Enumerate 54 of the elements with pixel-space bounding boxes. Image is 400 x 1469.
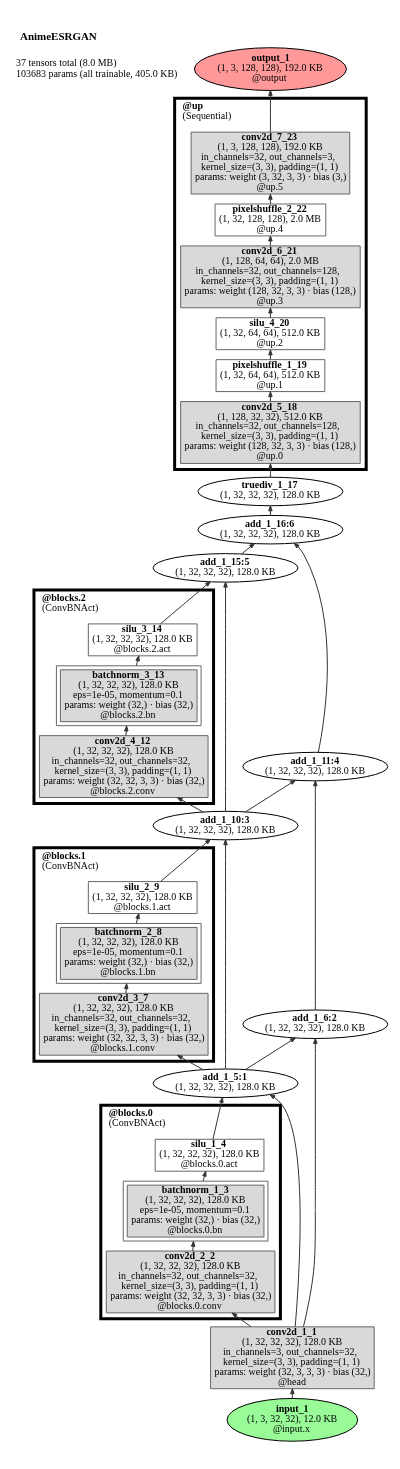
node-ellipse: add_1_11:4 (1, 32, 32, 32), 128.0 KB: [242, 751, 389, 782]
arrow: [160, 838, 211, 882]
arrow: [124, 983, 129, 994]
node-ellipse: add_1_6:2 (1, 32, 32, 32), 128.0 KB: [242, 1009, 389, 1039]
node-box: batchnorm_3_13 (1, 32, 32, 32), 128.0 KB eps=1e-05, momentum=0.1 params: weight (32,) · bias (32,) @blocks.2.bn: [55, 665, 202, 727]
arrow: [135, 655, 140, 667]
node-ellipse: add_1_16:6 (1, 32, 32, 32), 128.0 KB: [197, 514, 344, 545]
arrow: [244, 779, 296, 813]
node-box: conv2d_7_23 (1, 3, 128, 128), 192.0 KB in_channels=32, out_channels=3, kernel_size=(3, 3), padding=(1, 1) params: weight (3, 32, 3, 3) · bias (3,) @up.5: [190, 131, 351, 195]
arrow: [160, 581, 211, 625]
arrow: [268, 307, 273, 319]
arrow: [290, 1388, 295, 1399]
node-box: batchnorm_2_8 (1, 32, 32, 32), 128.0 KB eps=1e-05, momentum=0.1 params: weight (32,) · bias (32,) @blocks.1.bn: [55, 923, 202, 984]
arrow: [231, 1312, 252, 1328]
node-box: conv2d_4_12 (1, 32, 32, 32), 128.0 KB in_channels=32, out_channels=32, kernel_size=(3, 3), padding=(1, 1) params: weight (32, 32, 3, 3) · bias (32,) @blocks.2.conv: [38, 735, 209, 798]
node-box: silu_4_20 (1, 32, 64, 64), 512.0 KB @up.2: [215, 317, 326, 351]
label: 103683 params (all trainable, 405.0 KB): [16, 68, 178, 80]
arrow: [223, 581, 228, 812]
node-ellipse: input_1 (1, 3, 32, 32), 12.0 KB @input.x: [226, 1397, 359, 1442]
node-ellipse: output_1 (1, 3, 128, 128), 192.0 KB @output: [193, 47, 347, 91]
node-box: batchnorm_1_3 (1, 32, 32, 32), 128.0 KB eps=1e-05, momentum=0.1 params: weight (32,) · bias (32,) @blocks.0.bn: [122, 1180, 269, 1242]
arrow: [268, 89, 273, 133]
node-box: conv2d_2_2 (1, 32, 32, 32), 128.0 KB in_channels=32, out_channels=32, kernel_size=(3, 3), padding=(1, 1) params: weight (32, 32, 3, 3) · bias (32,) @blocks.0.conv: [105, 1250, 276, 1314]
node-box: pixelshuffle_1_19 (1, 32, 64, 64), 512.0 KB @up.1: [215, 359, 326, 393]
node-ellipse: add_1_15:5 (1, 32, 32, 32), 128.0 KB: [152, 553, 299, 583]
arrow: [176, 797, 204, 813]
arrow: [223, 839, 228, 1070]
arrow: [176, 1054, 204, 1071]
node-box: conv2d_1_1 (1, 32, 32, 32), 128.0 KB in_channels=3, out_channels=32, kernel_size=(3, 3), padding=(1, 1) params: weight (32, 3, 3, 3) · bias (32,) @head: [210, 1326, 375, 1390]
node-box: silu_2_9 (1, 32, 32, 32), 128.0 KB @blocks.1.act: [87, 881, 198, 914]
label: 37 tensors total (8.0 MB): [16, 57, 117, 69]
arrow: [268, 505, 273, 516]
arrow: [241, 543, 255, 555]
arrow: [202, 1170, 207, 1182]
node-box: conv2d_6_21 (1, 128, 64, 64), 2.0 MB in_channels=32, out_channels=128, kernel_size=(3, 3), padding=(1, 1) params: weight (128, 32, 3, 3) · bias (128,) @up.3: [180, 245, 361, 309]
node-box: conv2d_5_18 (1, 128, 32, 32), 512.0 KB in_channels=32, out_channels=128, kernel_size=(3, 3), padding=(1, 1) params: weight (128, 32, 3, 3) · bias (128,) @up.0: [180, 401, 361, 464]
arrow: [190, 1240, 196, 1252]
arrow: [244, 1037, 296, 1071]
node-box: conv2d_3_7 (1, 32, 32, 32), 128.0 KB in_channels=32, out_channels=32, kernel_size=(3, 3), padding=(1, 1) params: weight (32, 32, 3, 3) · bias (32,) @blocks.1.conv: [38, 992, 209, 1056]
node-box: pixelshuffle_2_22 (1, 32, 128, 128), 2.0 MB @up.4: [214, 203, 327, 237]
node-box: silu_1_4 (1, 32, 32, 32), 128.0 KB @blocks.0.act: [154, 1138, 265, 1172]
arrow: [212, 1097, 224, 1140]
arrow: [268, 463, 273, 478]
diagram-title: AnimeESRGAN: [20, 29, 97, 42]
arrow: [135, 913, 140, 924]
node-ellipse: add_1_10:3 (1, 32, 32, 32), 128.0 KB: [152, 810, 299, 841]
node-box: silu_3_14 (1, 32, 32, 32), 128.0 KB @blocks.2.act: [87, 623, 198, 657]
arrow: [124, 725, 129, 737]
arrow: [269, 1094, 301, 1328]
node-ellipse: truediv_1_17 (1, 32, 32, 32), 128.0 KB: [197, 476, 344, 507]
arrow: [268, 193, 273, 205]
arrow: [293, 542, 328, 753]
arrow: [302, 1037, 318, 1328]
arrow: [313, 780, 318, 1011]
